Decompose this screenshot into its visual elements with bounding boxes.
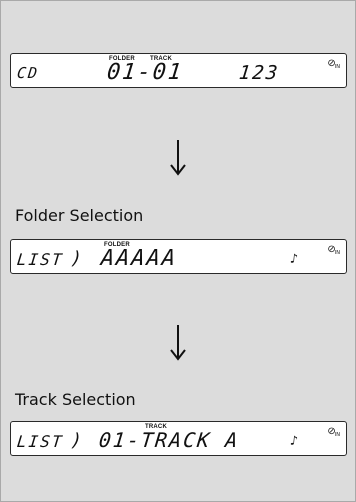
arrow-down-icon bbox=[170, 140, 186, 176]
music-note-icon: ♪ bbox=[289, 252, 301, 267]
list-separator: ) bbox=[69, 248, 85, 269]
track-label: TRACK bbox=[145, 424, 167, 430]
lcd-display-playback: CD FOLDER TRACK 01-01 123 ⊘IN bbox=[10, 53, 347, 88]
track-selection-caption: Track Selection bbox=[15, 390, 136, 409]
list-mode-indicator: LIST bbox=[16, 432, 65, 451]
arrow-down-icon bbox=[170, 325, 186, 361]
source-indicator: CD bbox=[16, 64, 41, 82]
lcd-display-folder-selection: LIST ) FOLDER AAAAA ♪ ⊘IN bbox=[10, 239, 347, 274]
disc-in-icon: ⊘IN bbox=[327, 426, 340, 438]
folder-name: AAAAA bbox=[99, 246, 179, 271]
elapsed-time: 123 bbox=[237, 62, 281, 84]
list-mode-indicator: LIST bbox=[16, 250, 65, 269]
lcd-display-track-selection: LIST ) TRACK 01-TRACK A ♪ ⊘IN bbox=[10, 421, 347, 456]
track-label: TRACK bbox=[150, 56, 172, 62]
folder-label: FOLDER bbox=[109, 56, 135, 62]
folder-selection-caption: Folder Selection bbox=[15, 206, 144, 225]
track-name: 01-TRACK A bbox=[97, 428, 241, 452]
music-note-icon: ♪ bbox=[289, 434, 301, 449]
disc-in-icon: ⊘IN bbox=[327, 244, 340, 256]
folder-track-number: 01-01 bbox=[105, 60, 185, 85]
list-separator: ) bbox=[69, 430, 85, 451]
disc-in-icon: ⊘IN bbox=[327, 58, 340, 70]
folder-label: FOLDER bbox=[104, 242, 130, 248]
